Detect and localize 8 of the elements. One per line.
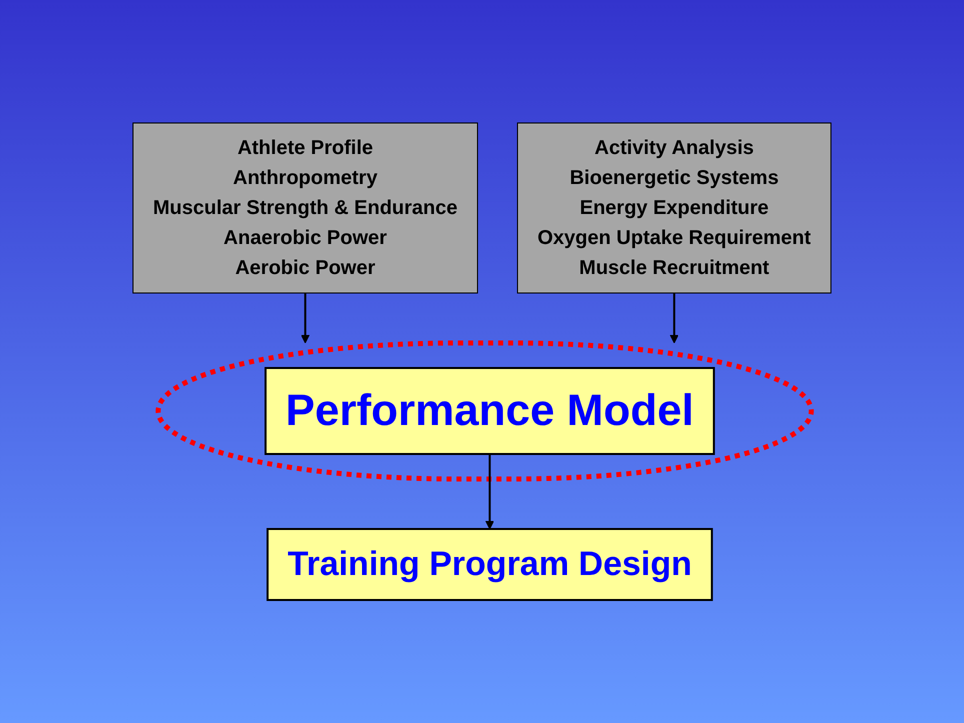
node-box: Performance Model [264,367,715,455]
arrow [300,293,310,344]
node-box: Athlete Profile Anthropometry Muscular Strength & Endurance Anaerobic Power Aerobic Power [132,122,478,294]
arrow [485,454,494,530]
node-box: Training Program Design [266,528,713,601]
cluster [156,340,814,482]
arrow [670,293,679,344]
node-box: Activity Analysis Bioenergetic Systems Energy Expenditure Oxygen Uptake Requirement Muscle Recruitment [517,122,832,294]
